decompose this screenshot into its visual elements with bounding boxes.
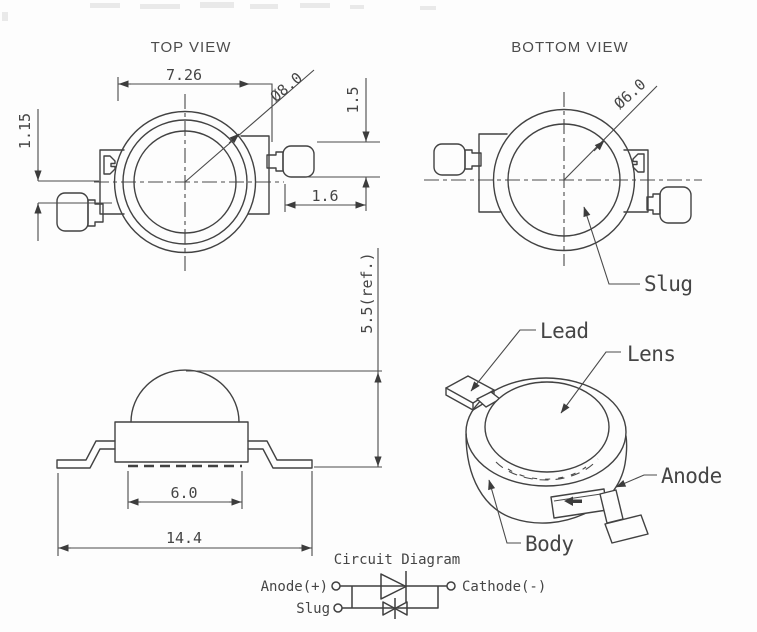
slug-label: Slug <box>644 272 693 296</box>
top-view-title: TOP VIEW <box>151 39 232 56</box>
esd-diode-right <box>395 602 407 615</box>
perspective-view: Lead Lens Anode Body <box>446 319 722 556</box>
perspective-pocket-edge <box>554 494 601 501</box>
dim-body-width-text: 7.26 <box>166 66 202 84</box>
bottom-view-slug-circle <box>508 124 620 236</box>
lens-callout: Lens <box>561 342 676 414</box>
anode-terminal <box>332 582 340 590</box>
lead-callout: Lead <box>471 319 589 392</box>
bottom-view-left-lead-neck <box>465 150 481 169</box>
perspective-anode-lead-flag <box>605 515 648 543</box>
side-view-right-lead <box>248 441 312 468</box>
perspective-lens-reflection-2 <box>508 467 586 479</box>
bottom-view-flange-circle <box>494 110 635 251</box>
dimension-diameter-8: Ø8.0 <box>185 69 314 182</box>
dim-outer-diameter-text: Ø8.0 <box>267 69 306 106</box>
bottom-view-left-lead <box>434 144 465 175</box>
circuit-diagram: Circuit Diagram Anode(+) Slug Cathode(-) <box>261 552 546 619</box>
anode-callout: Anode <box>615 464 722 488</box>
side-view-lens-dome <box>131 370 239 422</box>
bottom-view: BOTTOM VIEW Ø6.0 Slug <box>424 39 702 296</box>
dimension-1-5: 1.5 <box>305 78 380 211</box>
dim-slug-width-text: 6.0 <box>170 484 197 502</box>
esd-diode-left <box>383 602 395 615</box>
dim-slug-diameter-text: Ø6.0 <box>611 75 650 113</box>
top-view-flange-circle <box>115 112 256 253</box>
slug-callout: Slug <box>584 206 693 296</box>
dim-lead-offset-text: 1.15 <box>16 113 34 149</box>
perspective-anode-mark <box>564 496 582 506</box>
dimension-1-15: 1.15 <box>16 109 112 241</box>
perspective-flange <box>466 378 626 486</box>
top-view-left-lead <box>57 193 88 231</box>
lens-label: Lens <box>627 342 676 366</box>
top-view-right-tab <box>241 136 269 214</box>
top-view: TOP VIEW 7.26 Ø8.0 <box>16 39 380 272</box>
top-view-right-lead-neck <box>267 152 283 171</box>
lead-label: Lead <box>540 319 589 343</box>
perspective-anode-pocket <box>551 489 607 518</box>
side-view: 6.0 14.4 5.5(ref.) <box>57 248 382 556</box>
side-view-body <box>115 422 248 462</box>
dimension-14-4: 14.4 <box>58 471 312 556</box>
slug-terminal <box>334 604 342 612</box>
dimension-7-26: 7.26 <box>118 66 272 142</box>
perspective-lens <box>485 382 609 472</box>
dim-overall-width-text: 14.4 <box>166 529 202 547</box>
top-view-lens-circle <box>134 131 236 233</box>
circuit-title: Circuit Diagram <box>334 552 460 568</box>
top-view-polarity-notch <box>104 156 115 174</box>
dim-lead-height-text: 1.5 <box>344 86 362 113</box>
dim-height-text: 5.5(ref.) <box>358 252 376 333</box>
bottom-view-right-tab <box>624 150 648 212</box>
anode-label: Anode <box>661 464 722 488</box>
perspective-lens-reflection-1 <box>496 459 598 480</box>
dimension-6-0: 6.0 <box>128 471 242 509</box>
top-view-left-lead-neck <box>88 200 103 226</box>
body-callout: Body <box>488 479 574 556</box>
led-diode-symbol <box>381 574 406 599</box>
bottom-view-right-lead <box>660 187 691 223</box>
side-view-left-lead <box>57 441 115 468</box>
perspective-body-wall <box>466 434 627 523</box>
bottom-view-right-lead-neck <box>647 194 660 214</box>
top-view-ring-circle <box>123 120 247 244</box>
dimension-5-5-ref: 5.5(ref.) <box>186 248 382 467</box>
bottom-view-title: BOTTOM VIEW <box>511 39 628 56</box>
dim-lead-width-text: 1.6 <box>311 187 338 205</box>
cathode-terminal <box>447 582 455 590</box>
slug-terminal-label: Slug <box>296 601 330 617</box>
scan-artifacts <box>2 2 436 21</box>
top-view-right-lead <box>283 146 314 177</box>
bottom-view-left-tab <box>479 134 507 212</box>
circuit-bottom-wire <box>342 586 438 608</box>
top-view-left-tab <box>100 150 124 214</box>
anode-terminal-label: Anode(+) <box>261 579 328 595</box>
body-label: Body <box>525 532 574 556</box>
cathode-terminal-label: Cathode(-) <box>462 579 546 595</box>
perspective-anode-lead-bar <box>600 490 623 523</box>
dimension-1-6: 1.6 <box>285 184 366 212</box>
bottom-view-polarity-notch <box>633 154 644 172</box>
